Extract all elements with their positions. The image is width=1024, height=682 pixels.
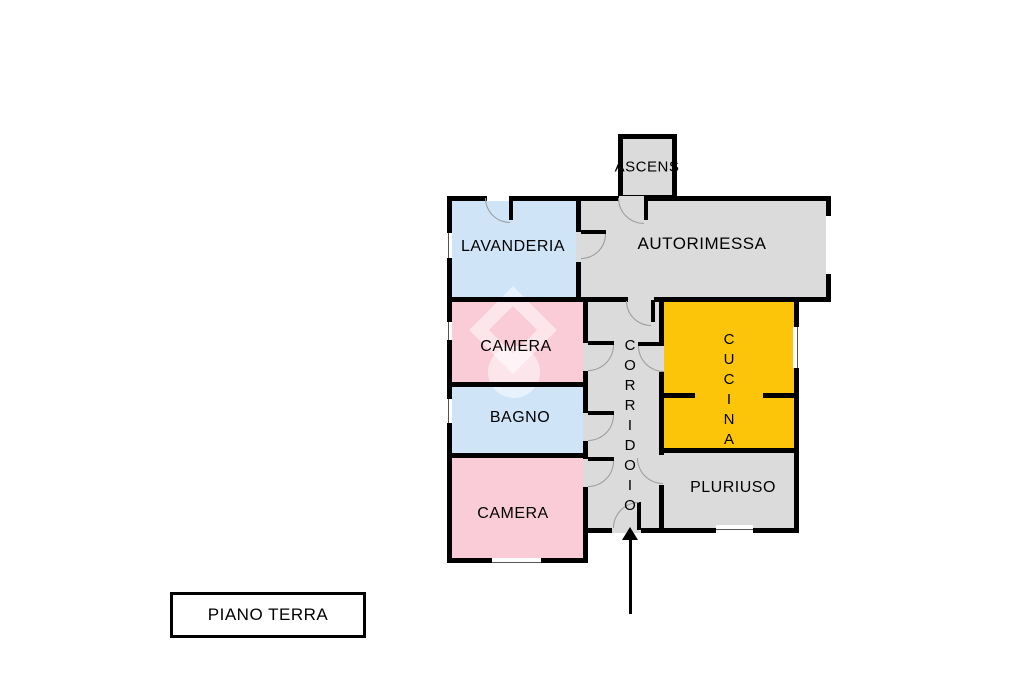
label-bagno: BAGNO — [489, 409, 551, 426]
wall-stub-cucina-left — [659, 393, 695, 398]
opening-autorimessa — [826, 216, 833, 274]
window-pluriuso — [716, 525, 753, 533]
label-camera-2: CAMERA — [477, 505, 549, 522]
wall-camera1-top — [447, 297, 588, 302]
window-bagno — [444, 399, 452, 423]
watermark-circle-icon — [488, 346, 540, 398]
window-camera-1 — [444, 322, 452, 340]
floor-title: PIANO TERRA — [207, 605, 329, 624]
window-camera-2 — [492, 558, 541, 566]
wall-bagno-top — [447, 382, 588, 387]
room-cucina — [659, 297, 799, 453]
room-pluriuso — [659, 448, 799, 533]
floor-title-box: PIANO TERRA — [170, 592, 366, 638]
label-pluriuso: PLURIUSO — [690, 479, 776, 496]
label-lavanderia: LAVANDERIA — [461, 238, 565, 255]
label-corridoio: CORRIDOIO — [621, 337, 639, 517]
label-ascensore: ASCENS — [614, 158, 680, 176]
wall-stub-cucina-right — [763, 393, 799, 398]
label-autorimessa: AUTORIMESSA — [637, 234, 767, 253]
label-camera-1: CAMERA — [480, 338, 552, 355]
window-lavanderia — [444, 233, 452, 258]
label-cucina: CUCINA — [720, 331, 738, 451]
window-cucina — [793, 327, 801, 368]
